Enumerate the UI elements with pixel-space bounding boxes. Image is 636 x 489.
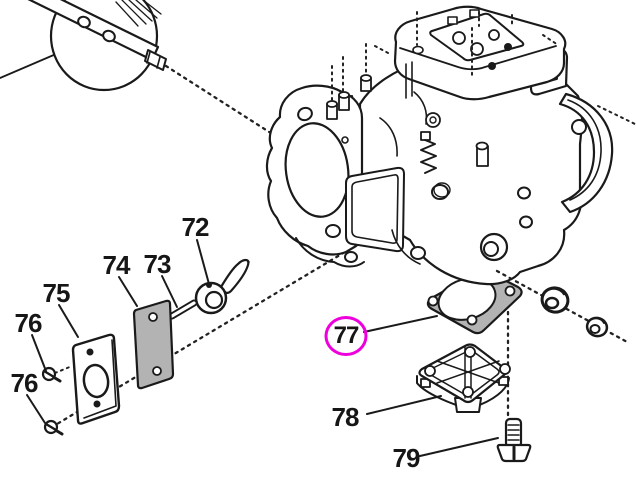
part-label-75[interactable]: 75 xyxy=(42,278,71,308)
link-rod-drawing xyxy=(168,299,198,320)
throttle-lever-drawing xyxy=(194,258,250,315)
part-label-72[interactable]: 72 xyxy=(181,212,210,242)
cover-plate-drawing xyxy=(71,333,121,425)
diaphragm-cover-drawing xyxy=(416,343,511,413)
grommets-drawing xyxy=(495,269,631,345)
gasket-drawing xyxy=(426,269,523,335)
leader-lines xyxy=(26,239,499,457)
part-label-74[interactable]: 74 xyxy=(102,250,131,280)
gray-plate-drawing xyxy=(132,299,175,390)
part-label-77-highlighted[interactable]: 77 xyxy=(324,316,368,356)
bolt-dotted-lines xyxy=(331,11,636,125)
throttle-shaft-drawing xyxy=(0,0,167,92)
part-label-76-upper[interactable]: 76 xyxy=(14,308,43,338)
screw-lower-drawing xyxy=(43,419,64,436)
part-label-73[interactable]: 73 xyxy=(143,249,172,279)
part-label-76-lower[interactable]: 76 xyxy=(10,368,39,398)
bolt-drawing xyxy=(496,417,532,463)
carburetor-body-drawing xyxy=(265,5,614,286)
part-label-78[interactable]: 78 xyxy=(331,402,360,432)
assembly-dotted-line-upper xyxy=(164,64,279,139)
part-label-79[interactable]: 79 xyxy=(392,443,421,473)
